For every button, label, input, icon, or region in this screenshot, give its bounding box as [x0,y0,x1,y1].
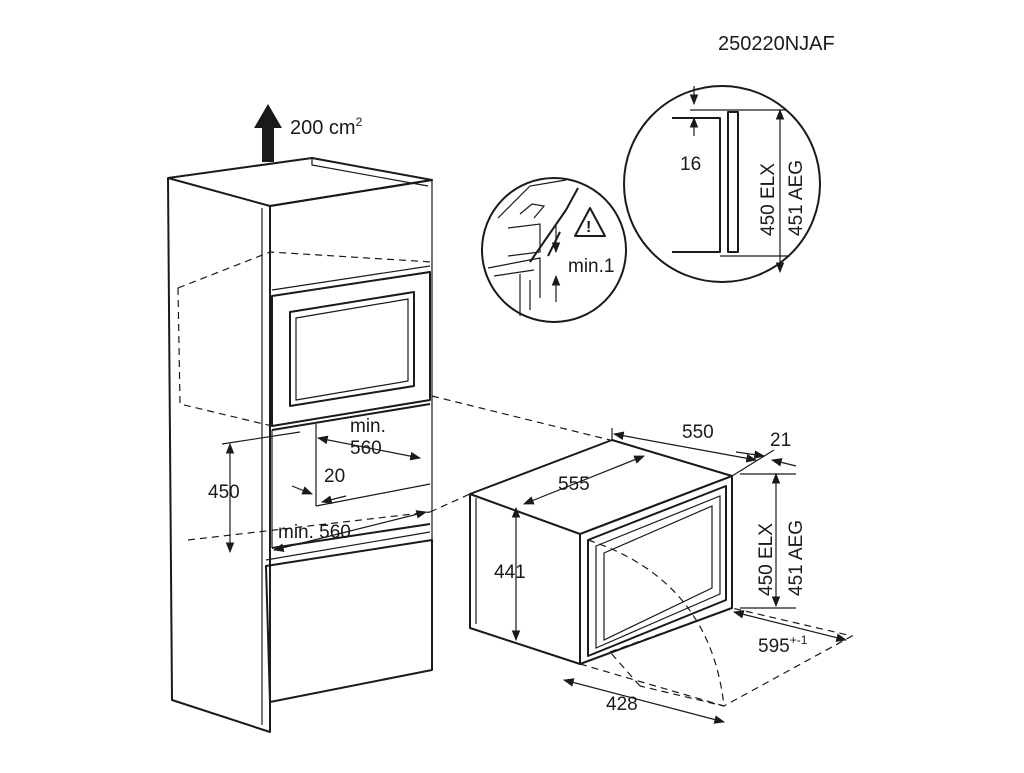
gap-label: 20 [324,466,345,487]
min-gap-label: min.1 [568,256,614,277]
cabinet-dimensions: 450 min. 560 20 min. 560 [208,416,428,554]
cabinet [167,157,433,733]
depth-total-label: 550 [682,422,714,443]
width-label: 595+-1 [758,633,808,657]
offset-label: 16 [680,154,701,175]
ventilation-label: 200 cm2 [290,115,363,139]
oven-height-elx-label: 450 ELX [756,523,777,596]
detail-height-aeg-label: 451 AEG [786,160,807,236]
oven-height-aeg-label: 451 AEG [786,520,807,596]
depth-label: 555 [558,474,590,495]
front-thickness-label: 21 [770,430,791,451]
warning-icon [574,207,606,237]
detail-height-elx-label: 450 ELX [758,163,779,236]
oven-dimensions: 550 21 555 441 450 ELX 451 AEG 595+-1 42… [494,422,848,724]
door-swing-label: 428 [606,694,638,715]
min-width-upper-line1: min. [350,416,386,437]
min-width-lower-label: min. 560 [278,522,351,543]
ventilation-arrow-icon [254,104,282,162]
door-swing [579,539,854,707]
document-code: 250220NJAF [718,33,835,55]
cabinet-height-label: 450 [208,482,240,503]
warning-symbol: ! [586,219,591,236]
detail-frame-offset: 16 450 ELX 451 AEG [623,85,821,283]
inner-height-label: 441 [494,562,526,583]
min-width-upper-line2: 560 [350,438,382,459]
detail-mounting-gap: min.1 ! [481,177,627,323]
